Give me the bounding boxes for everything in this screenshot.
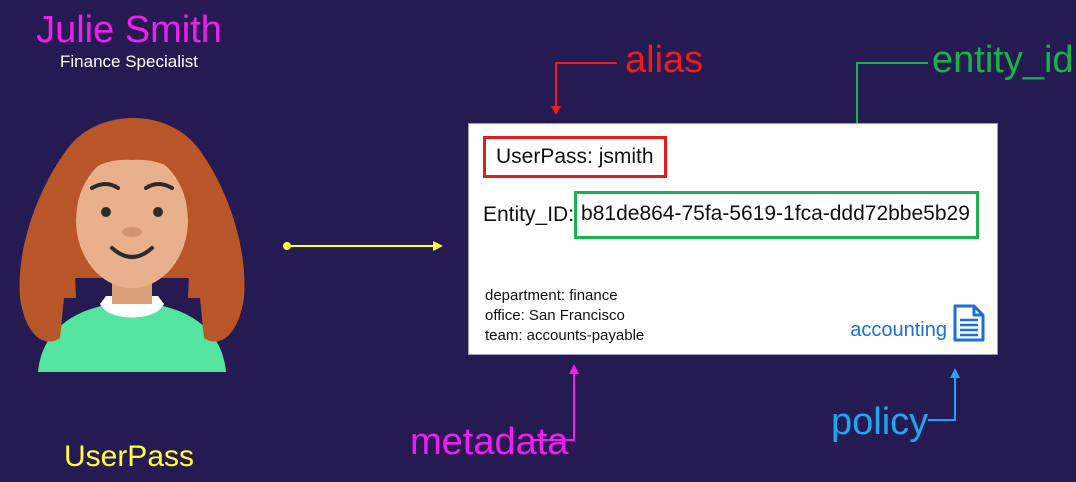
metadata-item: department: finance: [485, 287, 618, 304]
alias-box: UserPass: jsmith: [483, 136, 667, 178]
metadata-item: team: accounts-payable: [485, 327, 645, 344]
metadata-arrow: [531, 364, 579, 441]
metadata-item: office: San Francisco: [485, 307, 625, 324]
policy-name: accounting: [850, 319, 947, 341]
document-icon: [953, 304, 985, 342]
alias-label: alias: [625, 39, 704, 81]
entity-card: UserPass: jsmith Entity_ID:b81de864-75fa…: [468, 123, 998, 355]
auth-method-label: UserPass: [63, 440, 195, 473]
user-to-card-arrow: [283, 241, 443, 251]
entity-id-value-box: b81de864-75fa-5619-1fca-ddd72bbe5b29: [574, 191, 979, 239]
person-role: Finance Specialist: [60, 52, 198, 71]
avatar: [19, 118, 245, 372]
entity-id-label: entity_id: [932, 39, 1074, 81]
policy-label: policy: [831, 401, 929, 443]
alias-arrow: [551, 62, 617, 115]
entity-id-row: Entity_ID:b81de864-75fa-5619-1fca-ddd72b…: [483, 191, 979, 239]
entity-id-key: Entity_ID:: [483, 203, 575, 226]
policy-arrow: [928, 368, 960, 421]
person-name: Julie Smith: [36, 9, 222, 51]
policy-tag: accounting: [850, 304, 985, 342]
metadata-list: department: finance office: San Francisc…: [485, 286, 644, 346]
metadata-label: metadata: [410, 421, 569, 463]
